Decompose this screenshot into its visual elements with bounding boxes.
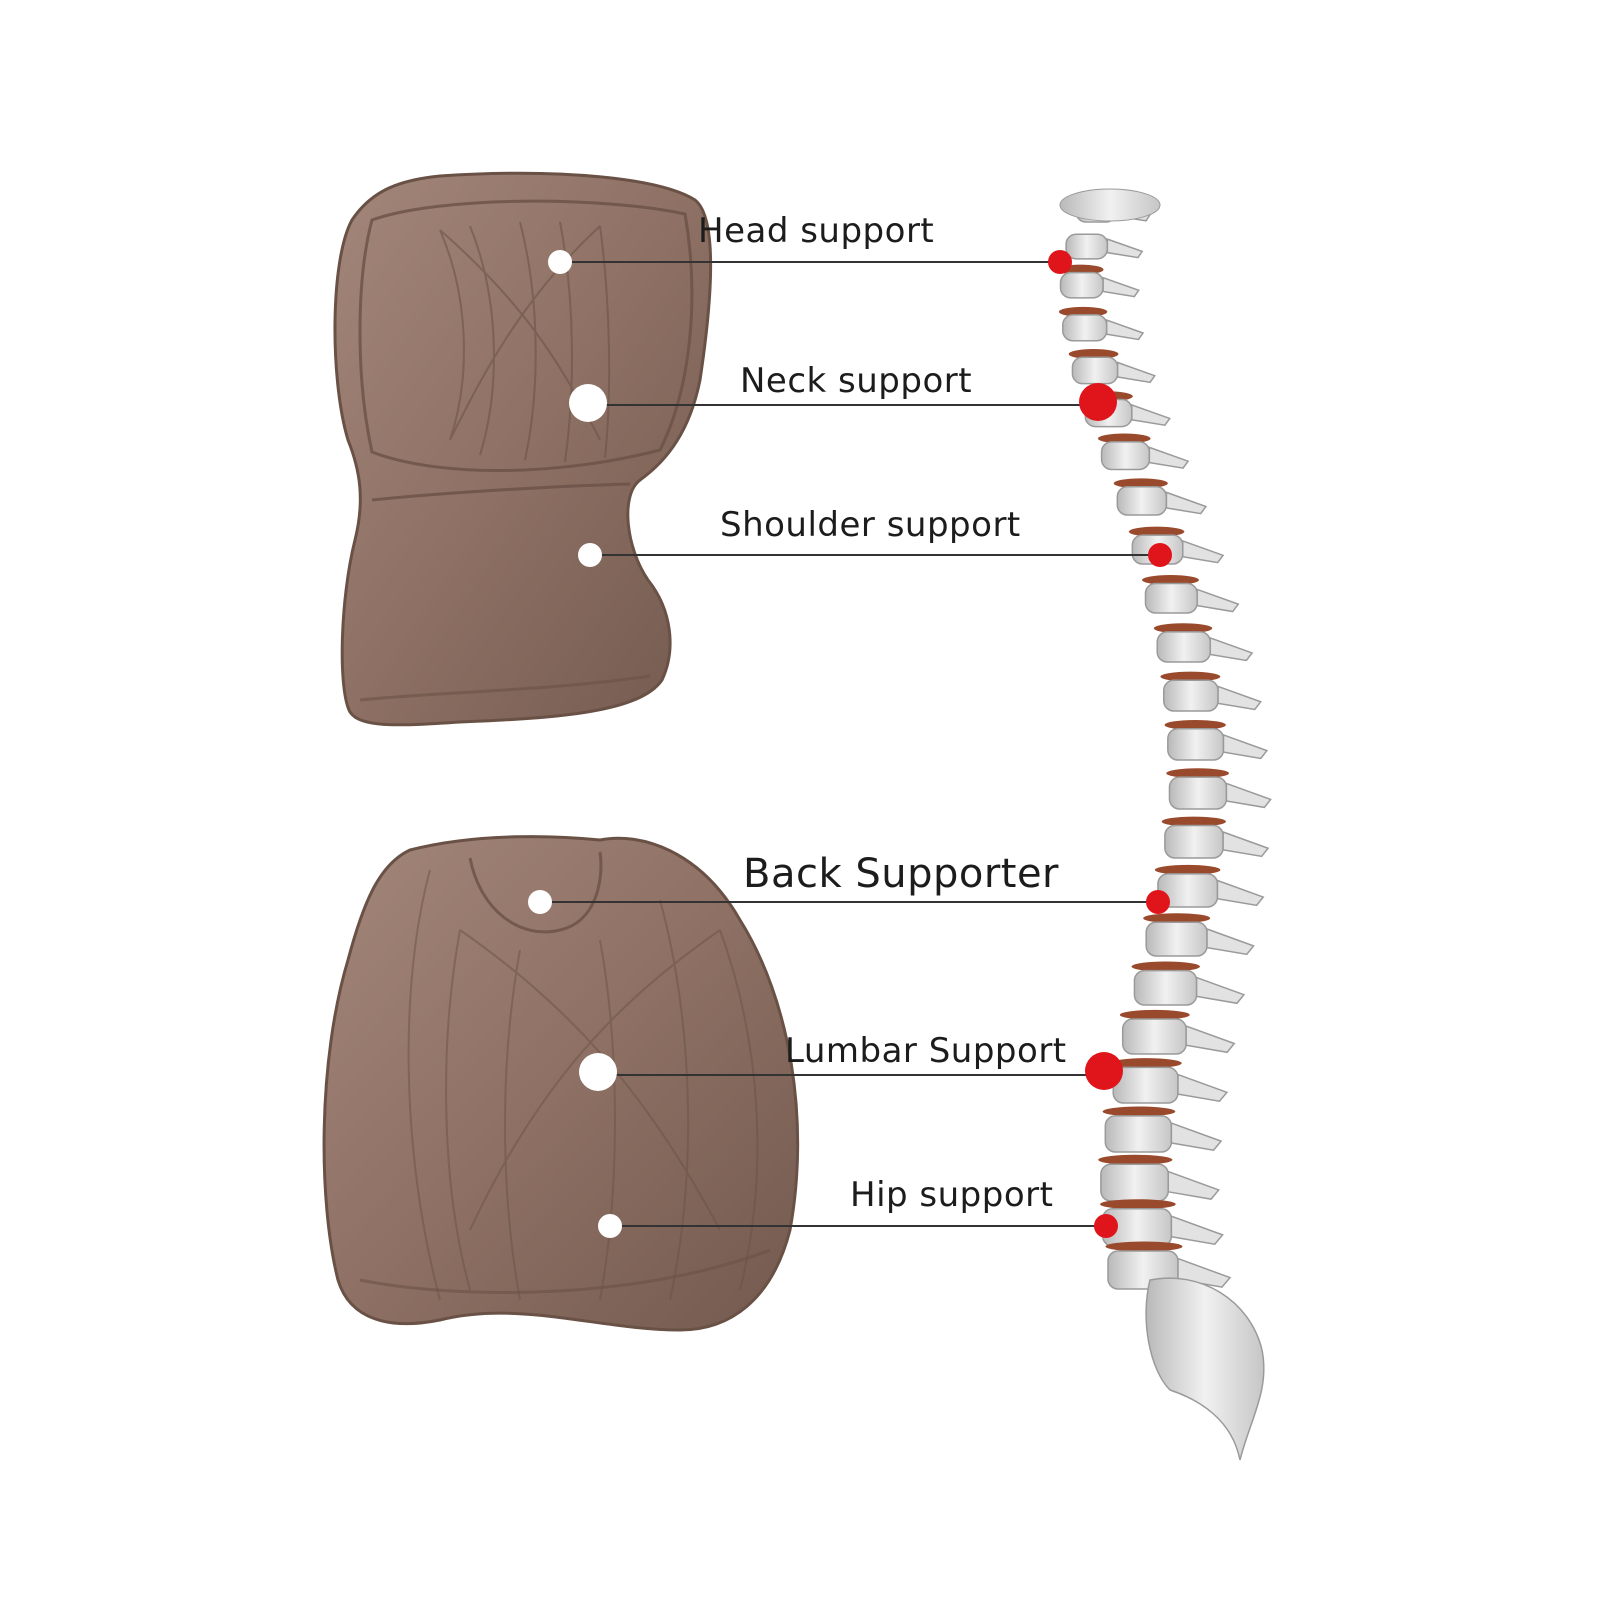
- spine-markers: [1048, 250, 1172, 1238]
- marker-head: [548, 250, 572, 274]
- spinal-disc: [1153, 623, 1213, 634]
- vertebra-process: [1225, 782, 1272, 809]
- vertebra: [1104, 1115, 1173, 1153]
- vertebra: [1162, 679, 1219, 712]
- shoulder-support-label: Shoulder support: [720, 505, 1021, 545]
- vertebra-process: [1222, 733, 1269, 760]
- marker-lumbar: [579, 1053, 617, 1091]
- vertebra-process: [1217, 685, 1262, 711]
- vertebra: [1100, 1163, 1170, 1202]
- spinal-disc: [1166, 768, 1229, 779]
- vertebra: [1156, 631, 1212, 663]
- vertebra: [1065, 233, 1109, 260]
- hip-support-label: Hip support: [850, 1175, 1054, 1215]
- marker-shoulder: [578, 543, 602, 567]
- spinal-disc: [1105, 1241, 1183, 1252]
- marker-neck: [569, 384, 607, 422]
- vertebra: [1164, 824, 1224, 859]
- spinal-disc: [1142, 574, 1199, 585]
- spinal-disc: [1119, 1009, 1190, 1020]
- vertebra-process: [1206, 927, 1255, 956]
- cushion-markers: [528, 250, 622, 1238]
- spinal-disc: [1128, 526, 1185, 537]
- sacrum: [1145, 1277, 1265, 1461]
- vertebra-process: [1209, 636, 1254, 662]
- red-dot-lumbar: [1085, 1052, 1123, 1090]
- head-support-label: Head support: [698, 211, 935, 251]
- vertebra: [1167, 727, 1225, 761]
- atlas-vertebra: [1059, 188, 1161, 222]
- vertebra: [1100, 441, 1151, 471]
- spinal-disc: [1100, 1199, 1176, 1210]
- vertebra: [1133, 969, 1198, 1006]
- spinal-disc: [1143, 913, 1211, 924]
- vertebra-process: [1165, 491, 1208, 515]
- red-dot-head: [1048, 250, 1072, 274]
- vertebra-process: [1185, 1024, 1236, 1054]
- spinal-disc: [1113, 478, 1168, 489]
- spinal-disc: [1097, 433, 1151, 444]
- spinal-disc: [1098, 1154, 1173, 1165]
- spinal-disc: [1110, 1058, 1182, 1069]
- spinal-disc: [1161, 816, 1226, 827]
- vertebra-process: [1222, 830, 1270, 858]
- lumbar-support-label: Lumbar Support: [785, 1031, 1067, 1071]
- spine-skeleton-icon: [1056, 188, 1272, 1461]
- vertebra-process: [1167, 1170, 1220, 1200]
- red-dot-neck: [1079, 383, 1117, 421]
- back-supporter-label: Back Supporter: [743, 851, 1060, 897]
- vertebra-process: [1116, 361, 1156, 384]
- vertebra-process: [1177, 1073, 1229, 1103]
- vertebra: [1144, 582, 1198, 614]
- vertebra-process: [1105, 319, 1145, 341]
- vertebra: [1062, 314, 1108, 342]
- vertebra: [1121, 1018, 1187, 1055]
- vertebra-process: [1182, 539, 1225, 564]
- spinal-disc: [1102, 1106, 1176, 1117]
- marker-hip: [598, 1214, 622, 1238]
- vertebra: [1071, 356, 1119, 385]
- vertebra-process: [1131, 403, 1171, 427]
- red-dot-hip: [1094, 1214, 1118, 1238]
- vertebra: [1059, 271, 1104, 299]
- marker-back: [528, 890, 552, 914]
- neck-pillow-icon: [333, 171, 713, 727]
- spinal-disc: [1154, 864, 1221, 875]
- red-dot-back: [1146, 890, 1170, 914]
- vertebra: [1168, 776, 1228, 810]
- lumbar-cushion-icon: [322, 835, 800, 1332]
- spinal-disc: [1164, 719, 1226, 730]
- vertebra-process: [1216, 879, 1265, 907]
- leader-lines: [540, 261, 1160, 1227]
- vertebra-process: [1106, 238, 1144, 259]
- vertebra-process: [1102, 276, 1140, 298]
- red-dot-shoulder: [1148, 543, 1172, 567]
- vertebra-process: [1195, 976, 1246, 1005]
- vertebra-process: [1170, 1121, 1223, 1152]
- spinal-disc: [1160, 671, 1221, 682]
- vertebra: [1145, 921, 1208, 957]
- vertebra-process: [1148, 446, 1190, 469]
- spinal-disc: [1131, 961, 1200, 972]
- vertebra: [1112, 1066, 1179, 1104]
- vertebra: [1116, 485, 1168, 516]
- vertebra-process: [1196, 588, 1240, 613]
- neck-support-label: Neck support: [740, 361, 973, 401]
- vertebra-process: [1170, 1215, 1224, 1246]
